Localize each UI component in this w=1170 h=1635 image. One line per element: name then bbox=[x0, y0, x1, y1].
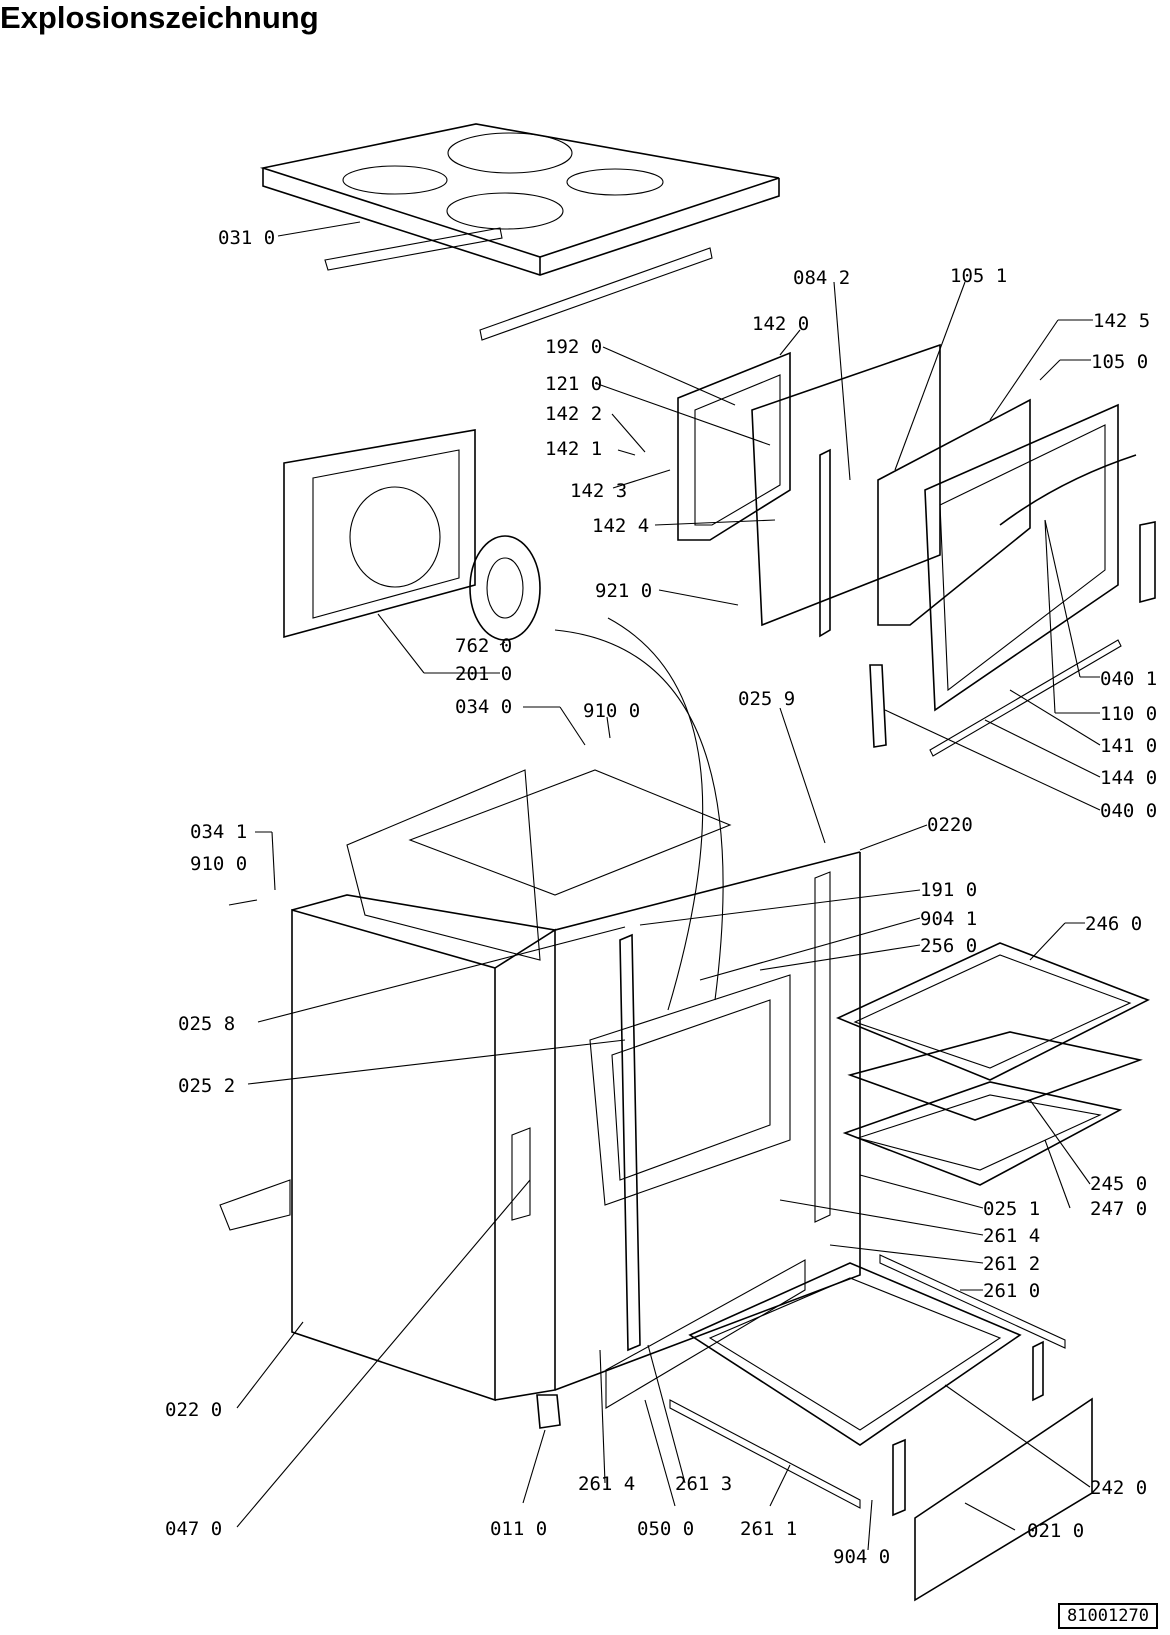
part-label: 142 4 bbox=[592, 515, 649, 537]
part-label: 034 0 bbox=[455, 696, 512, 718]
part-label: 261 0 bbox=[983, 1280, 1040, 1302]
part-label: 921 0 bbox=[595, 580, 652, 602]
part-label: 022 0 bbox=[165, 1399, 222, 1421]
part-label: 142 0 bbox=[752, 313, 809, 335]
part-label: 121 0 bbox=[545, 373, 602, 395]
part-label: 245 0 bbox=[1090, 1173, 1147, 1195]
part-label: 910 0 bbox=[190, 853, 247, 875]
part-label: 142 2 bbox=[545, 403, 602, 425]
part-label: 246 0 bbox=[1085, 913, 1142, 935]
storage-drawer-part bbox=[536, 1254, 1093, 1602]
part-label: 201 0 bbox=[455, 663, 512, 685]
part-label: 110 0 bbox=[1100, 703, 1157, 725]
part-label: 011 0 bbox=[490, 1518, 547, 1540]
oven-door-frames bbox=[677, 343, 1156, 757]
part-label: 105 0 bbox=[1091, 351, 1148, 373]
part-label: 904 1 bbox=[920, 908, 977, 930]
part-label: 192 0 bbox=[545, 336, 602, 358]
part-label: 904 0 bbox=[833, 1546, 890, 1568]
fan-back-panel-part bbox=[283, 429, 541, 641]
part-label: 142 3 bbox=[570, 480, 627, 502]
part-label: 191 0 bbox=[920, 879, 977, 901]
part-label: 142 1 bbox=[545, 438, 602, 460]
part-label: 261 4 bbox=[578, 1473, 635, 1495]
page-title: Explosionszeichnung bbox=[0, 0, 319, 35]
part-label: 025 1 bbox=[983, 1198, 1040, 1220]
part-label: 261 4 bbox=[983, 1225, 1040, 1247]
part-label: 025 2 bbox=[178, 1075, 235, 1097]
part-label: 242 0 bbox=[1090, 1477, 1147, 1499]
part-label: 040 0 bbox=[1100, 800, 1157, 822]
part-label: 910 0 bbox=[583, 700, 640, 722]
part-label: 0220 bbox=[927, 814, 973, 836]
part-label: 025 9 bbox=[738, 688, 795, 710]
drawing-reference-number: 81001270 bbox=[1058, 1603, 1158, 1629]
part-label: 025 8 bbox=[178, 1013, 235, 1035]
part-label: 021 0 bbox=[1027, 1520, 1084, 1542]
part-label: 050 0 bbox=[637, 1518, 694, 1540]
leader-lines bbox=[228, 221, 1101, 1551]
part-label: 261 3 bbox=[675, 1473, 732, 1495]
part-label: 034 1 bbox=[190, 821, 247, 843]
oven-body-part bbox=[219, 617, 861, 1402]
part-label: 141 0 bbox=[1100, 735, 1157, 757]
part-label: 261 1 bbox=[740, 1518, 797, 1540]
part-label: 047 0 bbox=[165, 1518, 222, 1540]
part-label: 144 0 bbox=[1100, 767, 1157, 789]
part-labels: 031 0 084 2 105 1 142 0 142 5 192 0 105 … bbox=[165, 227, 1157, 1568]
part-label: 031 0 bbox=[218, 227, 275, 249]
part-label: 247 0 bbox=[1090, 1198, 1147, 1220]
part-label: 261 2 bbox=[983, 1253, 1040, 1275]
part-label: 084 2 bbox=[793, 267, 850, 289]
part-label: 040 1 bbox=[1100, 668, 1157, 690]
part-label: 142 5 bbox=[1093, 310, 1150, 332]
part-label: 762 0 bbox=[455, 635, 512, 657]
part-label: 256 0 bbox=[920, 935, 977, 957]
cooktop-part bbox=[259, 123, 780, 341]
oven-trays-part bbox=[835, 942, 1150, 1186]
part-label: 105 1 bbox=[950, 265, 1007, 287]
